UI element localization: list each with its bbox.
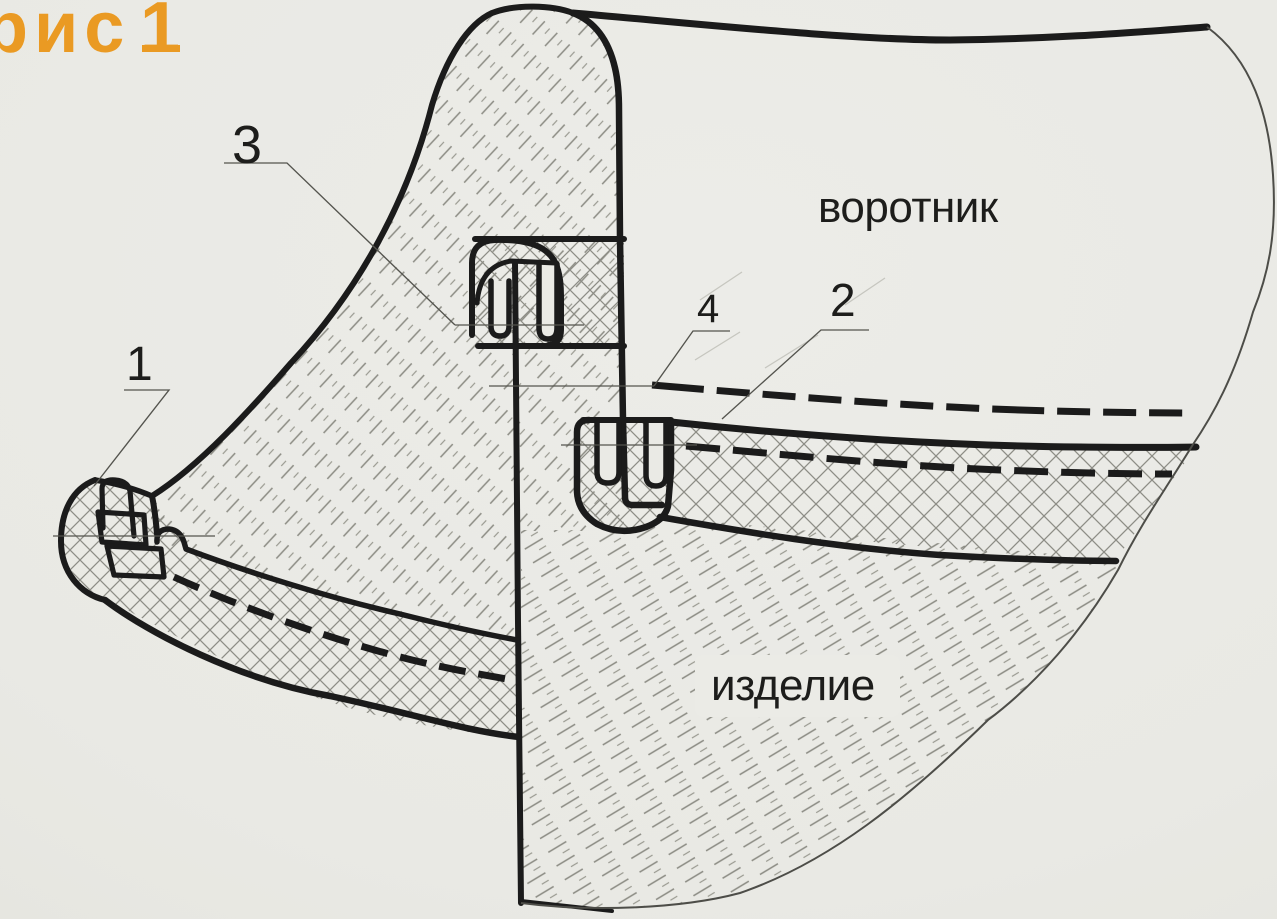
- svg-text:3: 3: [232, 115, 262, 175]
- svg-text:воротник: воротник: [818, 183, 999, 232]
- svg-text:1: 1: [126, 338, 153, 391]
- svg-text:изделие: изделие: [711, 661, 875, 710]
- svg-text:1: 1: [140, 0, 180, 68]
- svg-text:2: 2: [830, 274, 856, 326]
- svg-text:рис: рис: [0, 0, 130, 68]
- svg-text:4: 4: [697, 287, 719, 331]
